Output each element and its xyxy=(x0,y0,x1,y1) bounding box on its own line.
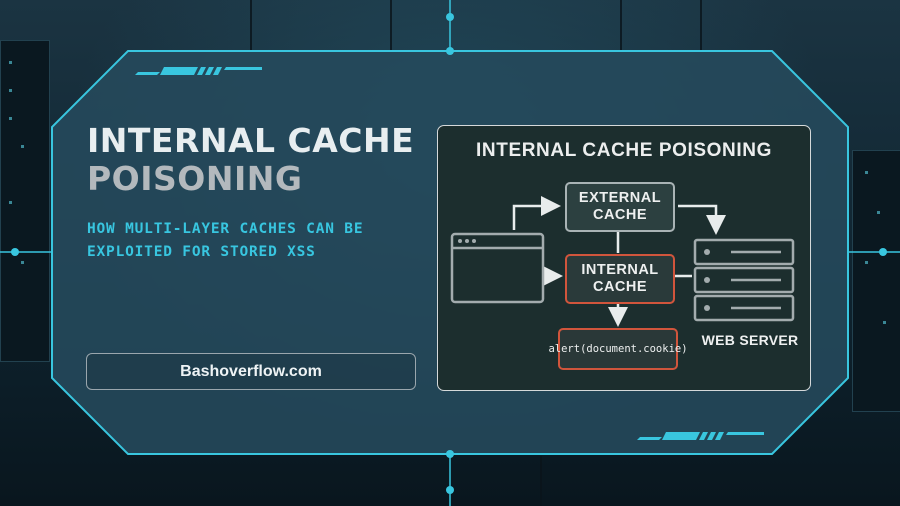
background-rack-left xyxy=(0,40,50,362)
web-server-label: WEB SERVER xyxy=(701,332,799,348)
cache-diagram: INTERNAL CACHE POISONING EXTERNAL CACHE xyxy=(437,125,811,391)
background-cable xyxy=(700,0,702,50)
title-line-1: INTERNAL CACHE xyxy=(87,121,415,160)
background-cable xyxy=(250,0,252,50)
subtitle: HOW MULTI-LAYER CACHES CAN BE EXPLOITED … xyxy=(87,218,427,264)
external-cache-box: EXTERNAL CACHE xyxy=(565,182,675,232)
xss-payload-box: alert(document.cookie) xyxy=(548,328,688,370)
subtitle-line-2: EXPLOITED FOR STORED XSS xyxy=(87,244,316,260)
diagram-title: INTERNAL CACHE POISONING xyxy=(476,140,772,161)
external-cache-line-2: CACHE xyxy=(592,207,648,223)
internal-cache-box: INTERNAL CACHE xyxy=(565,254,675,304)
subtitle-line-1: HOW MULTI-LAYER CACHES CAN BE xyxy=(87,221,364,237)
web-server-icon xyxy=(693,238,795,322)
title-line-2: POISONING xyxy=(87,159,303,198)
background-cable xyxy=(540,456,542,506)
background-rack-right xyxy=(852,150,900,412)
browser-window-icon xyxy=(450,232,545,304)
page-title: INTERNAL CACHE POISONING xyxy=(87,122,414,198)
external-cache-line-1: EXTERNAL xyxy=(578,190,662,206)
internal-cache-line-2: CACHE xyxy=(592,279,648,295)
diagram-arrows xyxy=(512,196,726,327)
background-cable xyxy=(620,0,622,50)
site-link-button[interactable]: Bashoverflow.com xyxy=(86,353,416,390)
internal-cache-line-1: INTERNAL xyxy=(581,262,659,278)
background-cable xyxy=(390,0,392,50)
